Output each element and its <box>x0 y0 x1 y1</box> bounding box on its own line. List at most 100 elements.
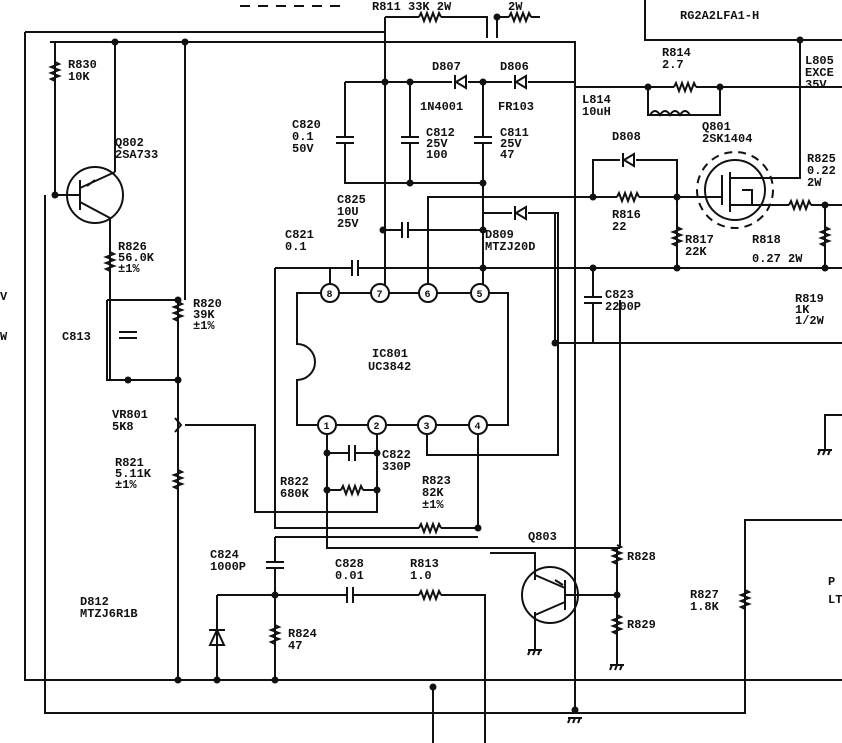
c823-capacitor-symbol <box>584 296 602 304</box>
junction-dot <box>323 486 331 494</box>
c813-gap <box>119 331 137 339</box>
wire-vr801-wiper <box>185 424 378 513</box>
r821-resistor-symbol <box>171 469 185 490</box>
junction-dot <box>406 179 414 187</box>
label-r826: 56.0K <box>118 251 155 265</box>
label-r828: R828 <box>627 550 656 564</box>
label-r818: R818 <box>752 233 781 247</box>
label-c828: C828 <box>335 557 364 571</box>
junction-dot <box>271 591 279 599</box>
label-r830: 10K <box>68 70 90 84</box>
ic801-body <box>296 292 509 426</box>
q801-mosfet-symbol <box>704 159 766 221</box>
label-c813: C813 <box>62 330 91 344</box>
junction-dot <box>716 83 724 91</box>
label-r821: ±1% <box>115 478 137 492</box>
junction-dot <box>429 683 437 691</box>
junction-dot <box>644 83 652 91</box>
junction-dot <box>589 193 597 201</box>
c820-capacitor-symbol <box>336 136 354 144</box>
components <box>48 10 832 724</box>
label-r821: 5.11K <box>115 467 152 481</box>
label-r819: 1K <box>795 303 810 317</box>
label-n4001: 1N4001 <box>420 100 463 114</box>
junction-dot <box>111 38 119 46</box>
label-r823: ±1% <box>422 498 444 512</box>
label-vr801: VR801 <box>112 408 148 422</box>
wire-pin1 <box>326 425 620 549</box>
r813-resistor-symbol <box>418 588 442 602</box>
c813-capacitor-symbol <box>119 331 137 339</box>
junction-dot <box>551 339 559 347</box>
wire-q803-base <box>578 300 621 665</box>
wire-right-ground <box>824 414 842 450</box>
label-r822: R822 <box>280 475 309 489</box>
r814-resistor-symbol <box>673 80 697 94</box>
label-c811: 25V <box>500 137 522 151</box>
label-d807: D807 <box>432 60 461 74</box>
r826-resistor-symbol <box>103 251 117 272</box>
wire-r814 <box>575 86 842 116</box>
label-r820: 39K <box>193 308 215 322</box>
d808-diode-symbol <box>622 152 635 168</box>
ground-icon <box>609 664 624 671</box>
c825-gap <box>401 221 409 239</box>
ic801-pin-1 <box>317 415 337 435</box>
junction-dot <box>479 264 487 272</box>
junction-dot <box>796 36 804 44</box>
label-l814: L814 <box>582 93 611 107</box>
label-l805: L805 <box>805 54 834 68</box>
r823-gap <box>419 525 441 531</box>
label-c811: 47 <box>500 148 514 162</box>
label-r813: R813 <box>410 557 439 571</box>
label-q803: Q803 <box>528 530 557 544</box>
label-c820: C820 <box>292 118 321 132</box>
d807-diode-symbol <box>454 74 467 90</box>
wire-top-rail <box>50 41 576 710</box>
label-q802: Q802 <box>115 136 144 150</box>
wire-c813 <box>106 299 179 680</box>
c828-gap <box>346 586 354 604</box>
vr801-wiper-arrow-icon <box>174 417 183 433</box>
junction-dot <box>821 264 829 272</box>
ic801-pin-6 <box>418 283 438 303</box>
label-c812: 25V <box>426 137 448 151</box>
junction-dot <box>174 296 182 304</box>
junction-dot <box>213 676 221 684</box>
ic801-pin-label: 7 <box>377 290 383 301</box>
r830-resistor-symbol <box>48 61 62 82</box>
label-r821: R821 <box>115 456 144 470</box>
label-d809: MTZJ20D <box>485 240 535 254</box>
c824-capacitor-symbol <box>266 561 284 569</box>
junction-dot <box>493 13 501 21</box>
junction-dot <box>479 78 487 86</box>
junction-dot <box>474 524 482 532</box>
c812-gap <box>401 136 419 144</box>
ground-icon <box>817 449 832 456</box>
label-pc: LTV <box>828 593 842 607</box>
ic801-pin-3 <box>417 415 437 435</box>
wire-q802 <box>109 42 186 380</box>
r824-resistor-symbol <box>268 624 282 645</box>
label-d806: D806 <box>500 60 529 74</box>
label-r820: ±1% <box>193 319 215 333</box>
label-r826: R826 <box>118 240 147 254</box>
ic801-pin-7 <box>370 283 390 303</box>
r811b-gap <box>509 14 531 20</box>
wire-q803 <box>490 552 536 650</box>
label-r816: R816 <box>612 208 641 222</box>
ic801-pin-label: 8 <box>327 290 333 301</box>
r816-resistor-symbol <box>616 190 640 204</box>
c821-gap <box>351 259 359 277</box>
label-c820: 0.1 <box>292 130 314 144</box>
label-c812: 100 <box>426 148 448 162</box>
l814-inductor-symbol <box>649 110 691 117</box>
c821-capacitor-symbol <box>351 260 359 276</box>
label-d809: D809 <box>485 228 514 242</box>
label-r814: R814 <box>662 46 691 60</box>
r816-gap <box>617 194 639 200</box>
c822-gap <box>348 444 356 462</box>
r829-resistor-symbol <box>610 614 624 635</box>
label-r825: R825 <box>807 152 836 166</box>
